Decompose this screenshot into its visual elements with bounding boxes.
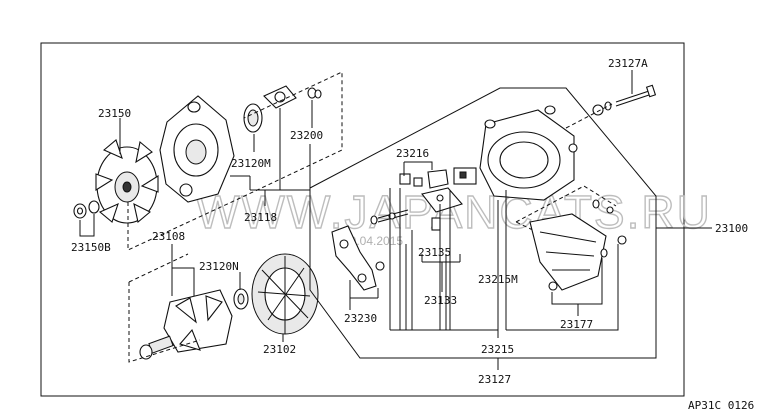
leader-lines-23108 [171, 244, 195, 296]
label-23100: 23100 [715, 222, 748, 235]
label-23102: 23102 [263, 343, 296, 356]
watermark-date: 10.04.2015 [343, 234, 403, 248]
cover-screw-part [592, 199, 627, 245]
leader-lines-23215 [389, 188, 619, 338]
label-23177: 23177 [560, 318, 593, 331]
rotor-part [139, 289, 233, 360]
label-23215: 23215 [481, 343, 514, 356]
label-23150B: 23150B [71, 241, 111, 254]
leader-lines-23150B [79, 214, 95, 237]
leader-lines-23230 [349, 280, 379, 310]
label-23150: 23150 [98, 107, 131, 120]
rear-cover-part [529, 213, 608, 291]
leader-lines-23216 [403, 161, 433, 176]
fan-part [95, 139, 159, 224]
rear-housing-part [479, 105, 578, 201]
front-bearing-part [243, 103, 263, 133]
bracket-part [421, 187, 463, 213]
leader-lines-23118 [230, 108, 311, 206]
rear-bearing-part [233, 288, 249, 310]
group-outline-23118 [127, 71, 343, 251]
label-23120M: 23120M [231, 157, 271, 170]
label-23127: 23127 [478, 373, 511, 386]
leader-lines-23133 [421, 254, 461, 292]
stator-part [251, 253, 319, 335]
leader-lines-23177 [551, 258, 603, 316]
figure-code: AP31C 0126 [688, 399, 754, 411]
brush-part [431, 217, 441, 231]
diagram-frame [40, 42, 685, 397]
label-23118: 23118 [244, 211, 277, 224]
nut-part [73, 200, 100, 219]
label-23133: 23133 [424, 294, 457, 307]
label-23230: 23230 [344, 312, 377, 325]
retainer-plate-part [263, 85, 297, 109]
rectifier-part [331, 225, 385, 291]
terminal-part [399, 167, 477, 189]
front-housing-part [159, 95, 235, 203]
label-23135: 23135 [418, 246, 451, 259]
label-23108: 23108 [152, 230, 185, 243]
label-23120N: 23120N [199, 260, 239, 273]
label-23200: 23200 [290, 129, 323, 142]
group-outline-23108 [128, 253, 201, 363]
through-bolt-part [592, 84, 657, 116]
group-outline-23100 [309, 87, 657, 359]
label-23216: 23216 [396, 147, 429, 160]
label-23215M: 23215M [478, 273, 518, 286]
screw-part [307, 87, 322, 99]
label-23127A: 23127A [608, 57, 648, 70]
